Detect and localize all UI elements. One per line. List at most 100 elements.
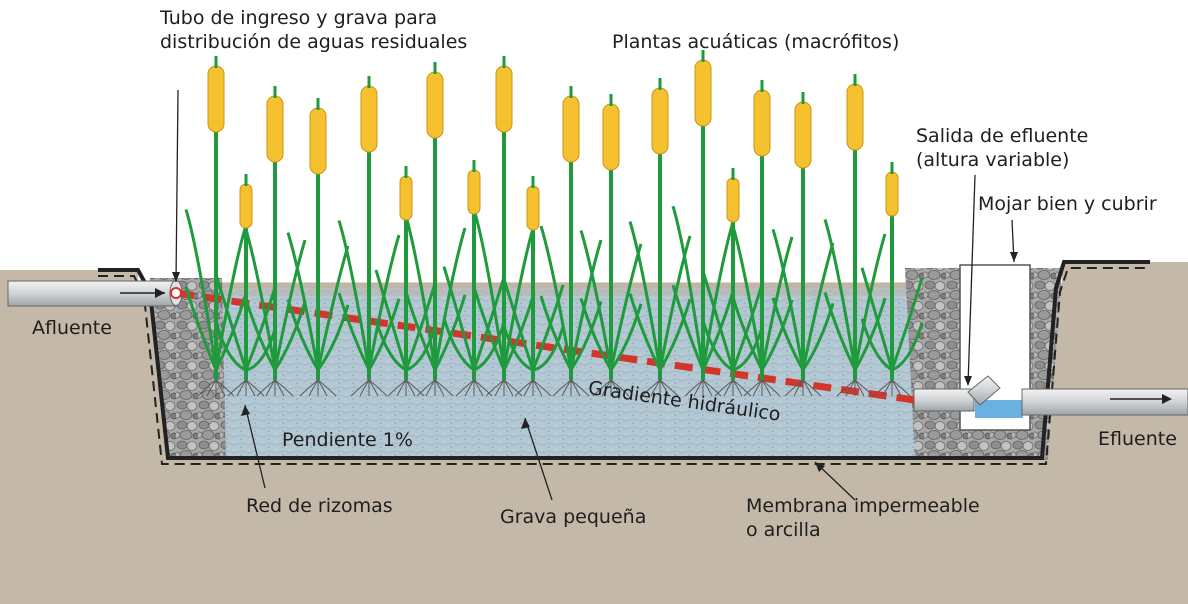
plant-leaf [771, 297, 805, 371]
leader-gravel [524, 417, 553, 501]
label-plants: Plantas acuáticas (macrófitos) [612, 31, 900, 53]
label-efluente: Efluente [1098, 428, 1177, 450]
plant-root [659, 379, 679, 397]
plant-root [802, 379, 813, 397]
plant-root [702, 379, 713, 397]
plant-root [494, 379, 505, 397]
plant-leaf [273, 239, 307, 371]
label-gravel: Grava pequeña [500, 506, 647, 528]
plant-root [308, 379, 319, 397]
plant-root [265, 379, 276, 397]
cattail-head [562, 95, 580, 163]
plant-root [523, 379, 534, 397]
plant-root [836, 379, 856, 397]
plant-leaf [801, 242, 835, 371]
hydraulic-gradient-line [175, 289, 915, 404]
plant-root [570, 379, 581, 397]
plant-root [368, 379, 379, 397]
plant-leaf [472, 276, 506, 371]
plant-root [891, 379, 902, 397]
label-afluente: Afluente [32, 317, 112, 339]
plant-leaf [539, 295, 573, 371]
plant-leaf [579, 229, 613, 371]
plant-root [702, 379, 722, 397]
plant-leaf [404, 279, 438, 371]
plant-leaf [853, 233, 887, 371]
plant-root [723, 379, 734, 397]
plant-leaf [860, 318, 893, 372]
plant-leaf [337, 220, 371, 371]
cattail-head [885, 171, 899, 217]
bed-fill [148, 288, 1055, 460]
plant-leaf [891, 322, 924, 372]
plant-leaf [374, 269, 408, 371]
plant-leaf [569, 239, 603, 371]
plant-leaf [532, 326, 565, 372]
plant-leaf [184, 209, 218, 371]
cattail-head [467, 169, 481, 215]
plant-leaf [501, 322, 534, 372]
plant-root [532, 379, 543, 397]
plant-root [882, 379, 893, 397]
plant-root [359, 379, 370, 397]
outlet-pipe [1021, 388, 1188, 416]
plant-leaf [244, 283, 278, 371]
plant-leaf [860, 267, 894, 371]
plant-root [245, 379, 265, 397]
plant-root [641, 379, 661, 397]
plant-leaf [531, 284, 565, 371]
plant-root [317, 379, 337, 397]
plant-leaf [890, 277, 924, 371]
plant-leaf [316, 245, 350, 371]
plant-root [610, 379, 621, 397]
plant-root [684, 379, 704, 397]
label-inlet-pipe: Tubo de ingreso y grava para distribució… [160, 7, 468, 53]
plant-leaf [671, 284, 705, 371]
leader-outlet [967, 174, 976, 386]
liner [98, 260, 1150, 460]
plant-root [845, 379, 856, 397]
plant-leaf [433, 294, 467, 371]
leader-inlet [175, 89, 179, 283]
plant-root [368, 379, 388, 397]
plant-leaf [771, 228, 805, 371]
plant-leaf [214, 224, 248, 371]
plant-leaf [501, 275, 535, 371]
plant-leaf [853, 297, 887, 371]
cattail-head [426, 71, 444, 139]
plant-root [891, 379, 911, 397]
label-slope: Pendiente 1% [282, 429, 413, 451]
plant-root [552, 379, 572, 397]
cattail-head [399, 175, 413, 221]
plant-leaf [579, 297, 613, 371]
plant-leaf [823, 218, 857, 371]
plant-root [732, 379, 752, 397]
plant-root [405, 379, 425, 397]
cattail-head [694, 59, 712, 127]
plant-root [317, 379, 328, 397]
plant-root [732, 379, 743, 397]
label-rhizomes: Red de rizomas [246, 495, 393, 517]
plant-root [570, 379, 590, 397]
inlet-gravel [150, 278, 226, 460]
plant-leaf [472, 209, 506, 371]
plant-root [854, 379, 874, 397]
plant-root [610, 379, 630, 397]
plant-root [387, 379, 407, 397]
plant-root [473, 379, 484, 397]
plant-leaf [760, 236, 794, 371]
cattail-head [794, 101, 812, 169]
plant-root [455, 379, 475, 397]
plant-root [561, 379, 572, 397]
plant-leaf [701, 291, 735, 371]
plant-leaf [442, 317, 475, 372]
plant-root [601, 379, 612, 397]
cattail-head [266, 95, 284, 163]
plant-leaf [628, 293, 662, 371]
plant-root [396, 379, 407, 397]
plant-root [514, 379, 534, 397]
plant-root [761, 379, 772, 397]
plant-leaf [539, 225, 573, 371]
